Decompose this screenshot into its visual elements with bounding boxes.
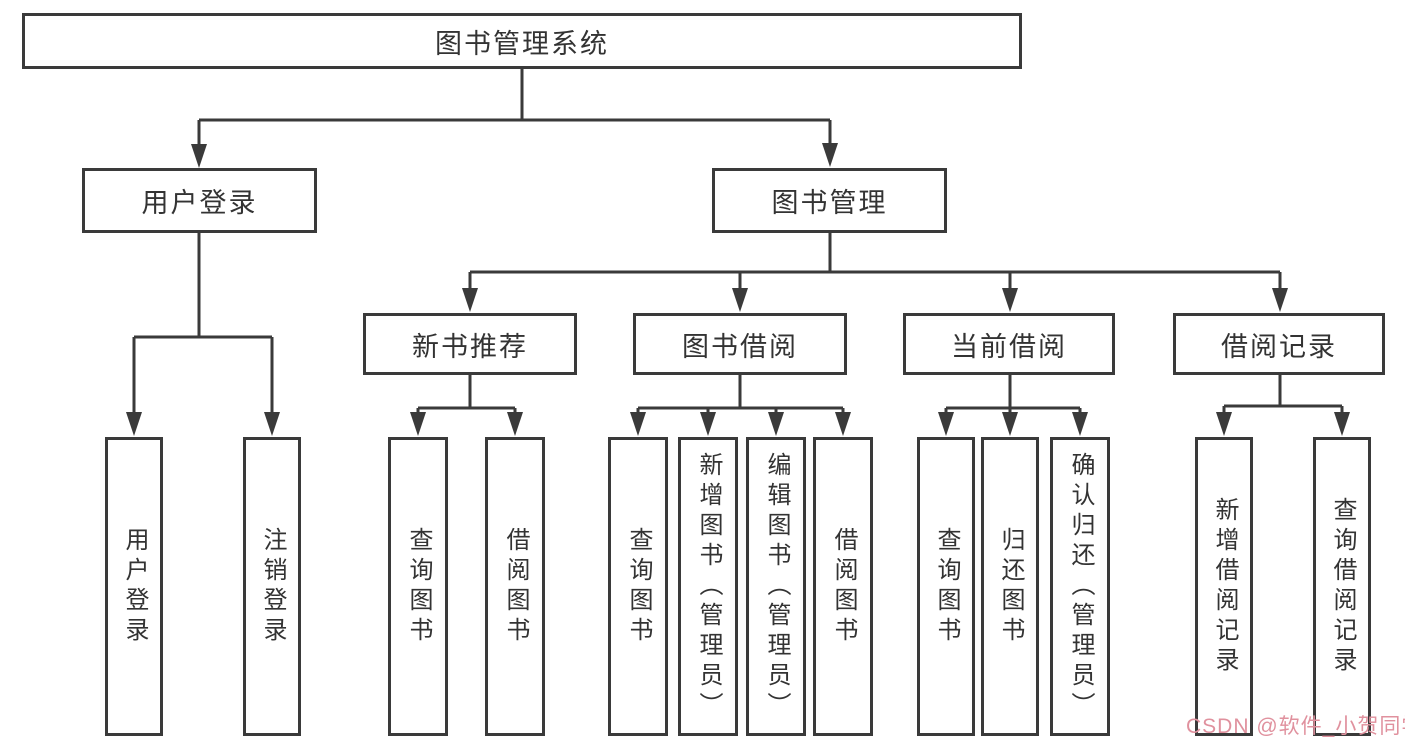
leaf-label: 新增借阅记录 bbox=[1211, 496, 1238, 677]
leaf-label: 查询图书 bbox=[625, 526, 652, 647]
leaf-label: 查询借阅记录 bbox=[1329, 496, 1356, 677]
arrowhead-icon bbox=[1072, 412, 1088, 436]
leaf-borrow-edit-books-admin: 编辑图书（管理员） bbox=[746, 437, 806, 736]
node-label: 新书推荐 bbox=[412, 331, 528, 362]
leaf-current-return-books: 归还图书 bbox=[981, 437, 1039, 736]
arrowhead-icon bbox=[1334, 412, 1350, 436]
arrowhead-icon bbox=[700, 412, 716, 436]
node-borrow-records: 借阅记录 bbox=[1173, 313, 1385, 375]
leaf-label: 归还图书 bbox=[997, 526, 1024, 647]
arrowhead-icon bbox=[410, 412, 426, 436]
arrowhead-icon bbox=[630, 412, 646, 436]
leaf-label: 借阅图书 bbox=[502, 526, 529, 647]
leaf-label: 注销登录 bbox=[259, 526, 286, 647]
arrowhead-icon bbox=[768, 412, 784, 436]
arrowhead-icon bbox=[507, 412, 523, 436]
leaf-current-query-books: 查询图书 bbox=[917, 437, 975, 736]
node-label: 图书借阅 bbox=[682, 331, 798, 362]
arrowhead-icon bbox=[1272, 288, 1288, 312]
leaf-borrow-add-books-admin: 新增图书（管理员） bbox=[678, 437, 738, 736]
node-label: 当前借阅 bbox=[951, 331, 1067, 362]
leaf-borrow-borrow-books: 借阅图书 bbox=[813, 437, 873, 736]
leaf-user-login: 用户登录 bbox=[105, 437, 163, 736]
connector-records-to-leaves bbox=[1222, 375, 1344, 420]
leaf-label: 借阅图书 bbox=[830, 526, 857, 647]
node-label: 用户登录 bbox=[141, 188, 258, 218]
node-new-book-recommend: 新书推荐 bbox=[363, 313, 577, 375]
arrowhead-icon bbox=[938, 412, 954, 436]
connector-newbook-to-leaves bbox=[416, 375, 517, 420]
node-current-borrow: 当前借阅 bbox=[903, 313, 1115, 375]
leaf-label: 用户登录 bbox=[121, 526, 148, 647]
leaf-label: 新增图书（管理员） bbox=[695, 451, 722, 722]
node-label: 图书管理 bbox=[771, 188, 888, 218]
leaf-records-query-record: 查询借阅记录 bbox=[1313, 437, 1371, 736]
arrowheads bbox=[126, 143, 1350, 436]
leaf-logout: 注销登录 bbox=[243, 437, 301, 736]
leaf-label: 查询图书 bbox=[933, 526, 960, 647]
leaf-newbook-borrow-books: 借阅图书 bbox=[485, 437, 545, 736]
node-user-login-group: 用户登录 bbox=[82, 168, 317, 233]
leaf-label: 确认归还（管理员） bbox=[1067, 451, 1094, 722]
arrowhead-icon bbox=[822, 143, 838, 167]
node-book-management-group: 图书管理 bbox=[712, 168, 947, 233]
node-root: 图书管理系统 bbox=[22, 13, 1022, 69]
node-label: 借阅记录 bbox=[1221, 331, 1337, 362]
connector-root-to-l2 bbox=[197, 69, 832, 152]
leaf-borrow-query-books: 查询图书 bbox=[608, 437, 668, 736]
node-book-borrow: 图书借阅 bbox=[633, 313, 847, 375]
arrowhead-icon bbox=[1002, 412, 1018, 436]
arrowhead-icon bbox=[462, 288, 478, 312]
leaf-newbook-query-books: 查询图书 bbox=[388, 437, 448, 736]
leaf-current-confirm-return-admin: 确认归还（管理员） bbox=[1050, 437, 1110, 736]
arrowhead-icon bbox=[1216, 412, 1232, 436]
connector-login-to-leaves bbox=[132, 233, 274, 420]
leaf-label: 编辑图书（管理员） bbox=[763, 451, 790, 722]
connector-lines bbox=[132, 69, 1344, 420]
arrowhead-icon bbox=[191, 144, 207, 168]
connector-borrow-to-leaves bbox=[636, 375, 845, 420]
node-root-label: 图书管理系统 bbox=[435, 28, 609, 59]
arrowhead-icon bbox=[1002, 288, 1018, 312]
leaf-records-add-record: 新增借阅记录 bbox=[1195, 437, 1253, 736]
arrowhead-icon bbox=[264, 412, 280, 436]
arrowhead-icon bbox=[835, 412, 851, 436]
arrowhead-icon bbox=[126, 412, 142, 436]
connector-mgmt-to-l3 bbox=[468, 233, 1282, 296]
leaf-label: 查询图书 bbox=[405, 526, 432, 647]
arrowhead-icon bbox=[732, 288, 748, 312]
